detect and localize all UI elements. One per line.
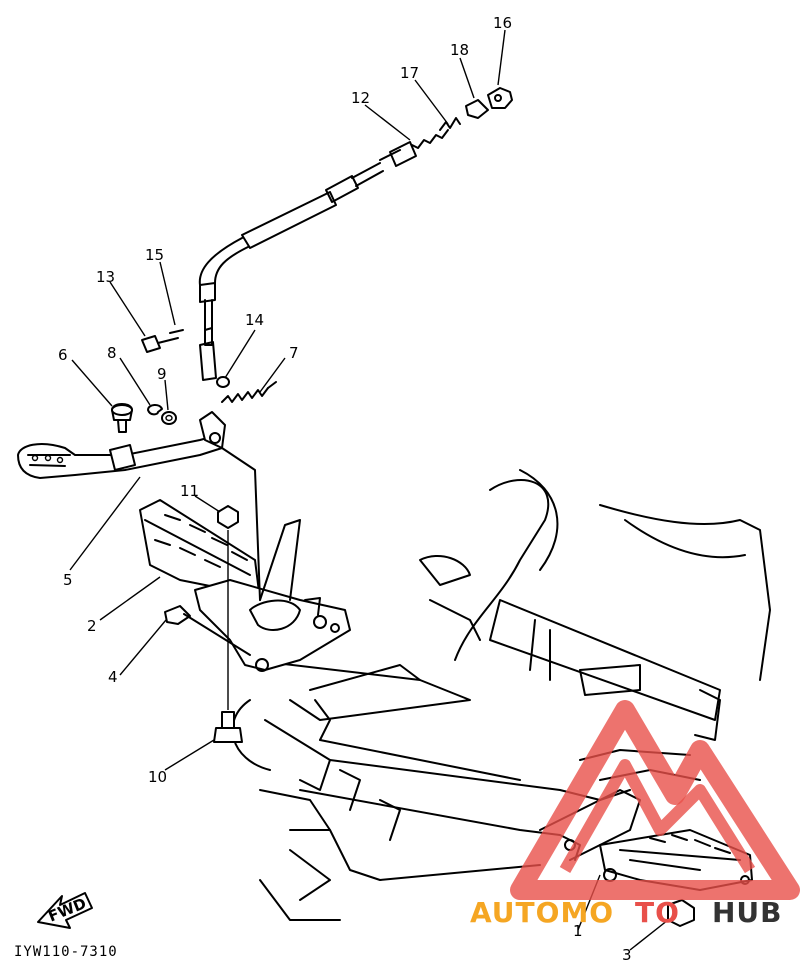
cable-nut-and-fitting xyxy=(465,87,513,119)
callout-17: 17 xyxy=(400,64,419,82)
callout-10: 10 xyxy=(148,768,167,786)
callout-6: 6 xyxy=(58,346,68,364)
clip-and-washer xyxy=(147,404,177,425)
bolt-4 xyxy=(164,605,251,656)
callout-18: 18 xyxy=(450,41,469,59)
callout-1: 1 xyxy=(573,922,583,940)
watermark-text-auto: AUTOMO xyxy=(470,896,614,929)
callout-lines xyxy=(69,29,669,951)
forward-arrow: FWD xyxy=(37,892,93,929)
callout-15: 15 xyxy=(145,246,164,264)
washer-14 xyxy=(216,376,230,388)
drawing-code: IYW110-7310 xyxy=(14,944,118,960)
callout-13: 13 xyxy=(96,268,115,286)
callout-numbers: 1 2 3 4 5 6 7 8 9 10 11 12 13 14 15 16 1… xyxy=(58,14,632,964)
watermark-text-hub: HUB xyxy=(712,896,783,929)
callout-3: 3 xyxy=(622,946,632,964)
callout-4: 4 xyxy=(108,668,118,686)
brake-cable xyxy=(198,129,449,381)
return-spring xyxy=(221,381,277,403)
callout-11: 11 xyxy=(180,482,199,500)
callout-8: 8 xyxy=(107,344,117,362)
watermark-text-to: TO xyxy=(635,896,680,929)
callout-2: 2 xyxy=(87,617,97,635)
callout-5: 5 xyxy=(63,571,73,589)
nut-and-bolt-10-11 xyxy=(213,505,243,743)
pedal-knob xyxy=(111,403,133,433)
callout-7: 7 xyxy=(289,344,299,362)
footrest-left xyxy=(139,499,351,672)
callout-9: 9 xyxy=(157,365,167,383)
watermark-logo: AUTOMO TO HUB xyxy=(470,700,800,929)
callout-14: 14 xyxy=(245,311,264,329)
pin-and-cotter xyxy=(141,329,184,353)
callout-16: 16 xyxy=(493,14,512,32)
callout-12: 12 xyxy=(351,89,370,107)
brake-pedal xyxy=(17,411,261,601)
cable-spring xyxy=(439,117,461,131)
